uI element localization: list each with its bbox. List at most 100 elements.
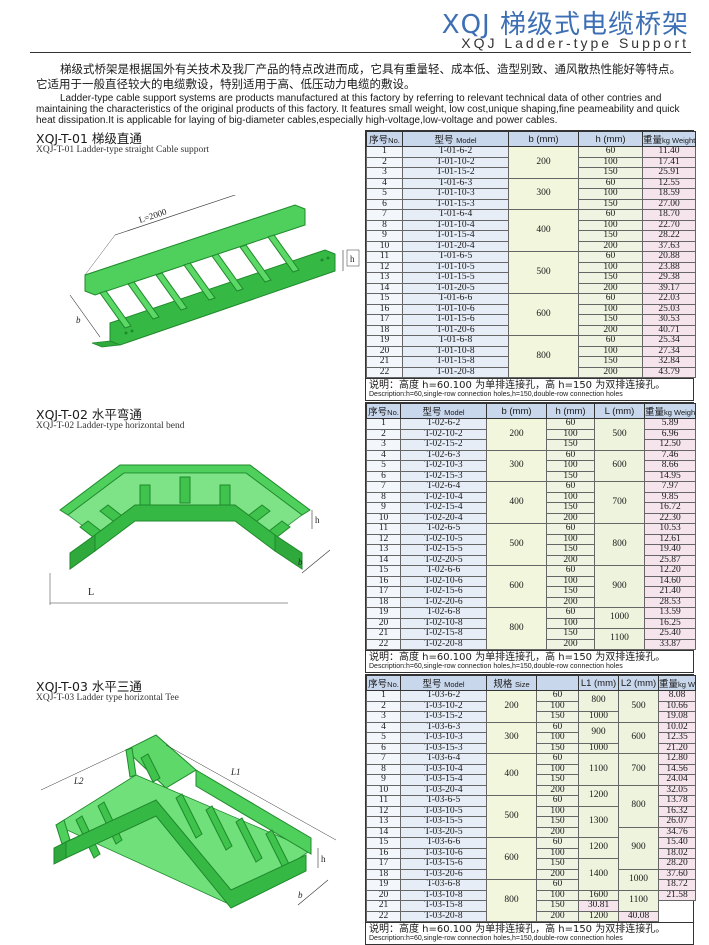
cell-h: 60 <box>546 565 595 577</box>
cell-l: 700 <box>594 481 645 524</box>
cell-weight: 32.84 <box>642 356 696 368</box>
cell-weight: 17.41 <box>642 156 696 168</box>
cell-size: 600 <box>486 837 537 880</box>
cell-h: 150 <box>578 198 643 210</box>
cell-model: T-03-10-5 <box>400 805 487 817</box>
cell-h: 150 <box>578 272 643 284</box>
col-model: 型号 Model <box>400 675 487 691</box>
cell-weight: 23.88 <box>642 261 696 273</box>
cell-l2: 900 <box>618 826 659 870</box>
cell-model: T-01-15-8 <box>402 356 509 368</box>
horizontal-bend-drawing: L h b <box>49 464 331 605</box>
cell-weight: 25.40 <box>644 628 696 640</box>
cell-model: T-02-10-6 <box>400 575 487 587</box>
cell-model: T-01-10-2 <box>402 156 509 168</box>
col-b: b (mm) <box>508 131 579 147</box>
cell-no: 19 <box>366 607 401 619</box>
cell-no: 13 <box>366 272 403 284</box>
cell-weight: 28.53 <box>644 596 696 608</box>
cell-weight: 29.38 <box>642 272 696 284</box>
cell-weight: 28.22 <box>642 230 696 242</box>
cell-h: 150 <box>536 816 579 828</box>
cell-model: T-01-10-4 <box>402 219 509 231</box>
cell-size: 300 <box>486 721 537 754</box>
intro-chinese: 梯级式桥架是根据国外有关技术及我厂产品的特点改进而成，它具有重量轻、成本低、造型… <box>36 62 681 91</box>
cell-h: 150 <box>536 742 579 754</box>
cell-no: 5 <box>366 732 401 744</box>
cell-weight: 26.07 <box>658 816 696 828</box>
cell-h: 200 <box>578 324 643 336</box>
table-header: 序号No. 型号 Model b (mm) h (mm) L (mm) 重量kg… <box>366 403 696 419</box>
cell-h: 60 <box>578 335 643 347</box>
cell-no: 14 <box>366 826 401 838</box>
cell-h: 150 <box>546 502 595 514</box>
cell-b: 600 <box>508 293 579 336</box>
cell-weight: 34.76 <box>658 826 696 838</box>
cell-h: 100 <box>536 763 579 775</box>
cell-h: 100 <box>546 428 595 440</box>
cell-weight: 27.34 <box>642 345 696 357</box>
cell-no: 16 <box>366 575 401 587</box>
cell-weight: 15.40 <box>658 837 696 849</box>
col-h-empty <box>536 675 579 691</box>
cell-weight: 14.56 <box>658 763 696 775</box>
cell-model: T-01-6-3 <box>402 177 509 189</box>
col-weight: 重量kg Weight <box>642 131 696 147</box>
cell-model: T-03-10-8 <box>400 889 487 901</box>
cell-weight: 21.40 <box>644 586 696 598</box>
cell-no: 18 <box>366 868 401 880</box>
cell-weight: 39.17 <box>642 282 696 294</box>
cell-model: T-01-15-5 <box>402 272 509 284</box>
cell-model: T-03-10-4 <box>400 763 487 775</box>
cell-h: 200 <box>536 868 579 880</box>
cell-weight: 18.02 <box>658 847 696 859</box>
cell-h: 60 <box>536 795 579 807</box>
cell-no: 9 <box>366 502 401 514</box>
cell-no: 22 <box>366 638 401 650</box>
col-model: 型号 Model <box>402 131 509 147</box>
cell-weight: 16.32 <box>658 805 696 817</box>
cell-weight: 6.96 <box>644 428 696 440</box>
cell-h: 100 <box>578 188 643 200</box>
cell-no: 1 <box>366 690 401 702</box>
cell-l2: 600 <box>618 721 659 754</box>
cell-h: 200 <box>546 512 595 524</box>
cell-weight: 20.88 <box>642 251 696 263</box>
table-bend: 序号No. 型号 Model b (mm) h (mm) L (mm) 重量kg… <box>365 402 696 673</box>
cell-h: 60 <box>536 753 579 765</box>
cell-weight: 5.89 <box>644 418 696 430</box>
cell-model: T-01-6-4 <box>402 209 509 221</box>
cell-model: T-02-15-6 <box>400 586 487 598</box>
cell-h: 150 <box>536 774 579 786</box>
spec-table-3: 序号No. 型号 Model 规格 Size L1 (mm) L2 (mm) 重… <box>366 675 696 922</box>
cell-model: T-02-15-8 <box>400 628 487 640</box>
cell-l1: 1200 <box>578 784 619 807</box>
cell-h: 100 <box>536 805 579 817</box>
cell-no: 10 <box>366 512 401 524</box>
cell-model: T-02-10-3 <box>400 460 487 472</box>
cell-no: 10 <box>366 240 403 252</box>
cell-l1: 1400 <box>578 858 619 891</box>
cell-b: 300 <box>508 177 579 210</box>
section-3-subtitle: XQJ-T-03 Ladder type horizontal Tee <box>36 693 179 703</box>
cell-weight: 9.85 <box>644 491 696 503</box>
cell-model: T-01-10-5 <box>402 261 509 273</box>
section-1-subtitle: XQJ-T-01 Ladder-type straight Cable supp… <box>36 145 210 155</box>
cell-weight: 11.40 <box>642 146 696 158</box>
cell-model: T-01-15-4 <box>402 230 509 242</box>
